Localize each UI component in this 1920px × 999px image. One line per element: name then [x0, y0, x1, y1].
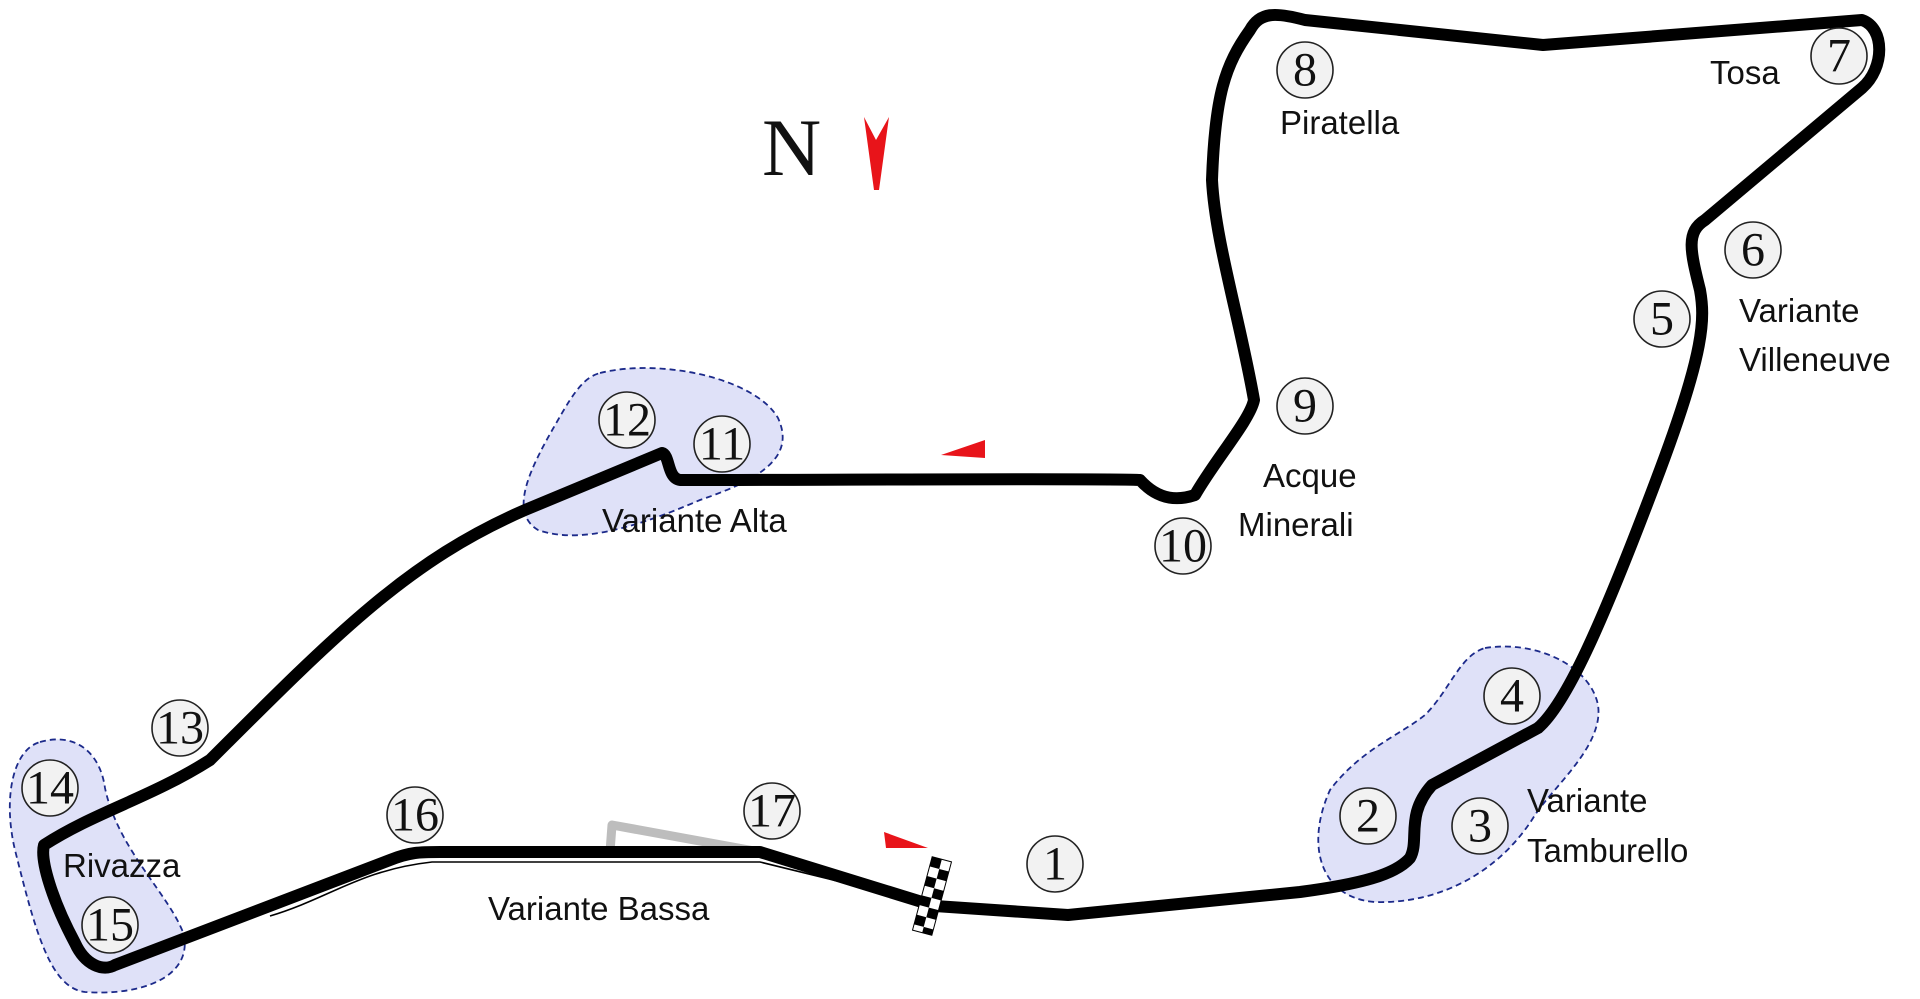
corner-badges: 1 2 3 4 5 6 7 8 9 10 11 12 13 14 15 16 1… [21, 27, 1868, 954]
corner-badge: 13 [151, 699, 209, 757]
old-chicane-path [605, 820, 765, 857]
corner-badge: 5 [1633, 290, 1691, 348]
corner-badge: 6 [1724, 221, 1782, 279]
svg-text:1: 1 [1043, 838, 1067, 891]
corner-label-acque-line1: Acque [1263, 457, 1357, 494]
svg-text:12: 12 [603, 394, 651, 447]
corner-label-villeneuve-line2: Villeneuve [1739, 341, 1891, 378]
corner-badge: 12 [598, 391, 656, 449]
corner-badge: 16 [386, 786, 444, 844]
corner-badge: 7 [1810, 27, 1868, 85]
corner-label-acque-line2: Minerali [1238, 506, 1354, 543]
corner-badge: 8 [1276, 41, 1334, 99]
corner-badge: 14 [21, 759, 79, 817]
corner-badge: 10 [1154, 517, 1212, 575]
corner-badge: 9 [1276, 377, 1334, 435]
svg-text:8: 8 [1293, 44, 1317, 97]
svg-text:6: 6 [1741, 224, 1765, 277]
corner-label-tamburello-line2: Tamburello [1527, 832, 1688, 869]
corner-label-tamburello-line1: Variante [1527, 782, 1647, 819]
svg-text:13: 13 [156, 702, 204, 755]
track-line [37, 8, 1886, 974]
corner-label-variante-alta: Variante Alta [602, 502, 787, 539]
pit-lane [269, 861, 936, 917]
svg-text:16: 16 [391, 789, 439, 842]
svg-text:10: 10 [1159, 520, 1207, 573]
corner-badge: 3 [1451, 797, 1509, 855]
corner-label-tosa: Tosa [1710, 54, 1780, 91]
corner-badge: 15 [81, 896, 139, 954]
corner-badge: 1 [1026, 835, 1084, 893]
north-arrow-icon [864, 117, 889, 190]
start-finish-flag-icon [911, 856, 953, 936]
svg-text:5: 5 [1650, 293, 1674, 346]
corner-label-variante-bassa: Variante Bassa [488, 890, 710, 927]
corner-label-piratella: Piratella [1280, 104, 1400, 141]
svg-text:9: 9 [1293, 380, 1317, 433]
svg-text:11: 11 [699, 418, 745, 471]
svg-text:17: 17 [748, 785, 796, 838]
svg-text:3: 3 [1468, 800, 1492, 853]
corner-badge: 11 [693, 415, 751, 473]
direction-arrow-icon [941, 440, 985, 458]
corner-badge: 4 [1483, 667, 1541, 725]
corner-label-villeneuve-line1: Variante [1739, 292, 1859, 329]
svg-text:7: 7 [1827, 30, 1851, 83]
corner-label-rivazza: Rivazza [63, 847, 181, 884]
svg-text:14: 14 [26, 762, 74, 815]
corner-badge: 2 [1339, 787, 1397, 845]
svg-text:4: 4 [1500, 670, 1524, 723]
north-label: N [762, 102, 821, 193]
svg-text:15: 15 [86, 899, 134, 952]
corner-badge: 17 [743, 782, 801, 840]
direction-arrow-icon [884, 832, 928, 848]
svg-text:2: 2 [1356, 790, 1380, 843]
